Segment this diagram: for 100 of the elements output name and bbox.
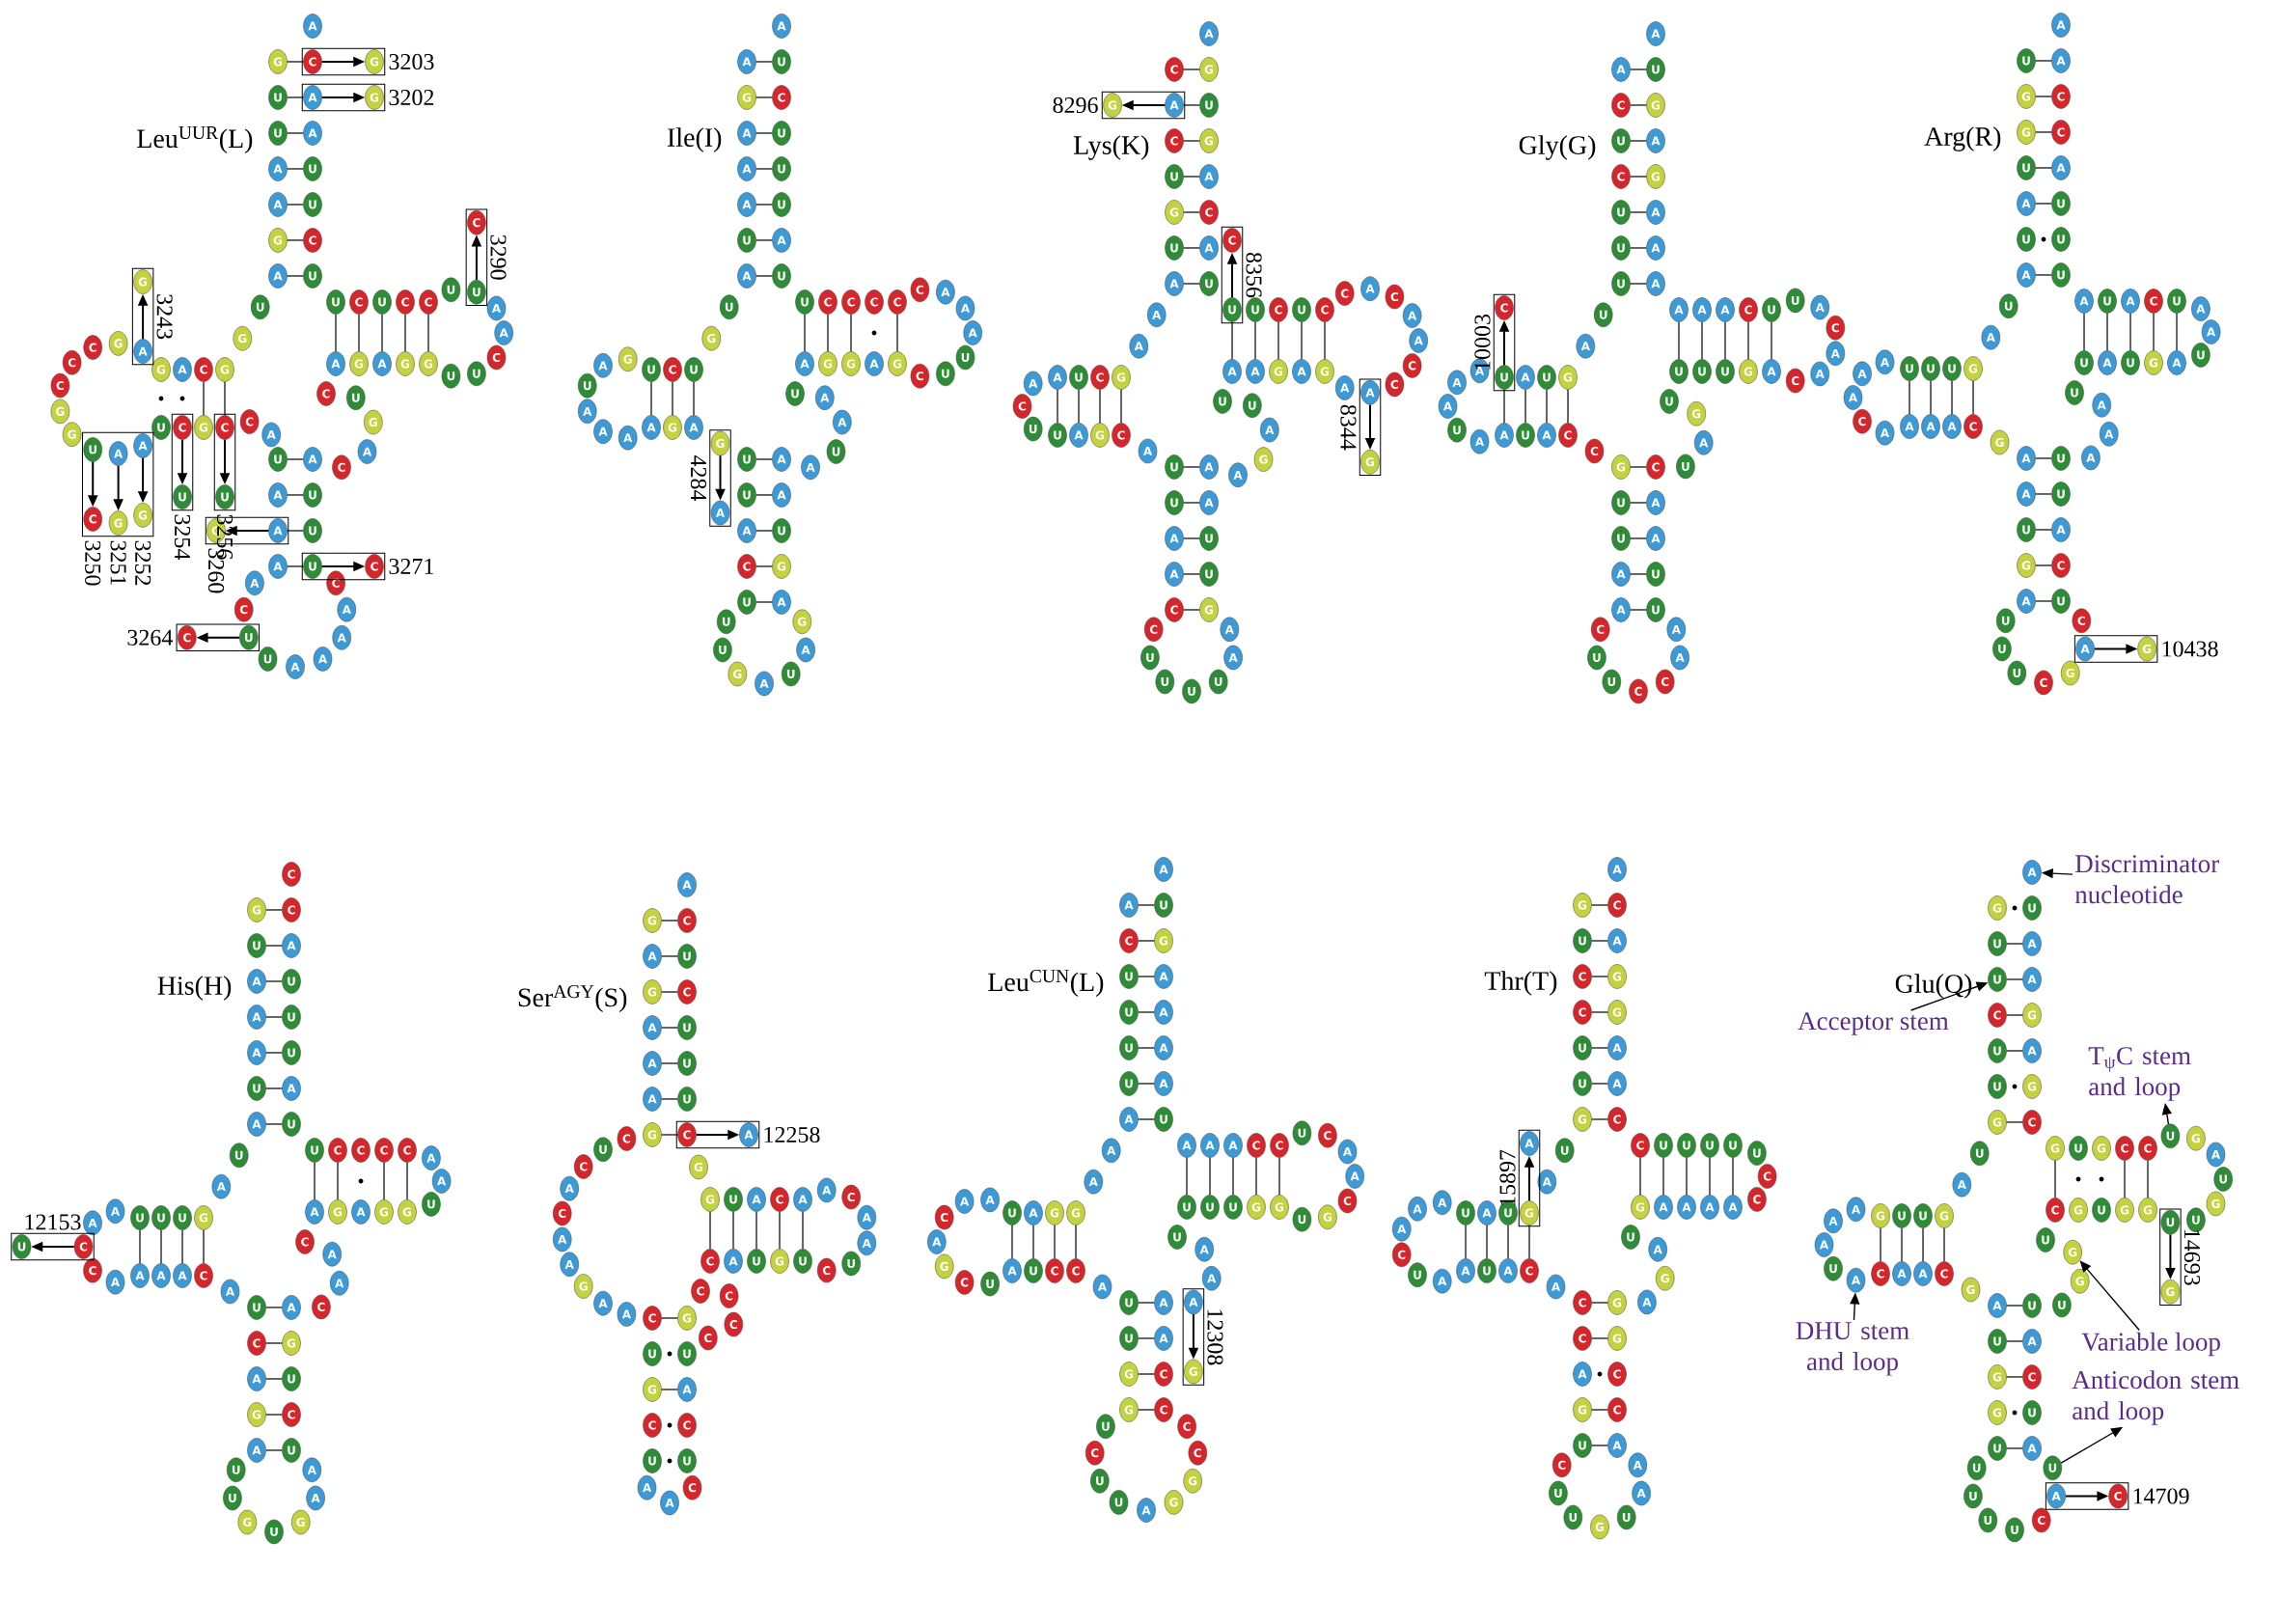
nucleotide: A [1334,375,1355,400]
nucleotide: A [2017,589,2036,614]
nucleotide: G [2063,1240,2082,1265]
nucleotide: U [677,944,697,969]
nucleotide: A [1069,423,1088,448]
nucleotide: U [1119,1035,1139,1060]
base-pair-line [287,239,304,241]
base-pair-line [2035,167,2052,169]
nucleotide: A [268,156,288,181]
base-pair-line [265,1342,283,1344]
nucleotide: G [1112,365,1131,390]
nucleotide: A [1391,1216,1412,1242]
annotation-label: DHU stem and loop [1796,1322,1909,1376]
base-pair-line [1138,1302,1155,1304]
nucleotide: A [1199,235,1219,261]
nucleotide: U [1119,1326,1139,1351]
nucleotide: A [2121,289,2140,314]
nucleotide: U [346,385,366,410]
nucleotide: U [2051,227,2071,252]
nucleotide: A [1024,1200,1043,1225]
nucleotide: A [1824,1208,1843,1234]
nucleotide: G [689,1154,708,1180]
nucleotide: U [2160,1123,2181,1149]
nucleotide: C [1154,1362,1173,1387]
nucleotide: C [818,289,837,315]
nucleotide: G [1646,164,1665,189]
base-pair-line [1639,1157,1641,1196]
nucleotide: C [1785,368,1805,394]
nucleotide: U [1723,1133,1743,1158]
nucleotide: U [467,279,486,305]
nucleotide: C [1739,297,1758,322]
base-pair-line [1120,389,1122,424]
position-number: 8344 [1340,404,1357,451]
nucleotide: C [865,289,884,315]
position-number: 3271 [389,558,433,575]
nucleotide: U [772,156,791,181]
nucleotide: C [83,335,102,360]
nucleotide: C [677,908,697,933]
nucleotide: A [1432,1190,1452,1216]
nucleotide: C [1655,669,1675,695]
nucleotide: A [737,192,756,217]
base-pair-line [1528,1225,1530,1259]
nucleotide: U [1988,1074,2007,1099]
base-pair-line [335,314,337,352]
base-pair-line [287,458,304,460]
nucleotide: C [724,1311,744,1337]
base-pair-line [2006,1014,2023,1016]
nucleotide: C [1935,1261,1954,1286]
base-pair-line [1503,389,1505,424]
base-pair-line [1099,389,1101,424]
nucleotide: A [1913,1261,1933,1286]
nucleotide: G [247,1402,266,1427]
base-pair-line [804,314,806,352]
nucleotide: A [1611,562,1631,587]
base-pair-line [1591,940,1608,942]
nucleotide: G [792,609,812,635]
nucleotide: G [419,351,438,376]
nucleotide: A [1900,414,1919,439]
nucleotide: A [1646,200,1665,225]
nucleotide: U [1646,562,1665,587]
nucleotide: A [2017,482,2036,507]
nucleotide: U [713,637,732,663]
base-pair-line [1183,537,1200,539]
nucleotide: A [1292,359,1311,384]
base-pair-line [1232,1157,1234,1196]
nucleotide: A [2099,422,2119,447]
base-pair-line [755,601,773,603]
nucleotide: U [2007,660,2027,686]
base-pair-line [1324,321,1326,360]
nucleotide: U [1002,1200,1022,1225]
base-pair-line [1186,1157,1188,1196]
nucleotide: C [73,1234,94,1259]
mutant-nucleotide: C [467,209,486,235]
nucleotide: U [1199,271,1219,296]
nucleotide: U [1747,1141,1767,1166]
nucleotide: C [1385,372,1405,398]
nucleotide: U [1165,235,1184,261]
nucleotide: A [560,1175,579,1201]
base-pair-line [755,132,773,134]
nucleotide: U [781,661,801,687]
nucleotide: A [684,415,703,440]
nucleotide: A [618,425,638,451]
nucleotide: A [105,1269,125,1295]
nucleotide: C [374,1138,394,1163]
nucleotide: C [1188,1440,1208,1466]
nucleotide: A [1002,1258,1022,1283]
nucleotide: A [1875,349,1895,375]
nucleotide: G [2206,1191,2226,1217]
nucleotide: A [2022,860,2042,885]
nucleotide: A [1048,365,1067,390]
nucleotide: U [1090,1469,1110,1494]
nucleotide: A [772,14,791,39]
nucleotide: C [282,1402,301,1427]
trna-name: Lys(K) [1073,135,1149,160]
base-pair-line [755,458,773,460]
nucleotide: G [1199,128,1219,153]
base-pair-line [1032,1225,1034,1259]
nucleotide: C [700,1249,720,1274]
nucleotide: G [1315,359,1334,384]
base-pair-line [1922,1227,1924,1262]
